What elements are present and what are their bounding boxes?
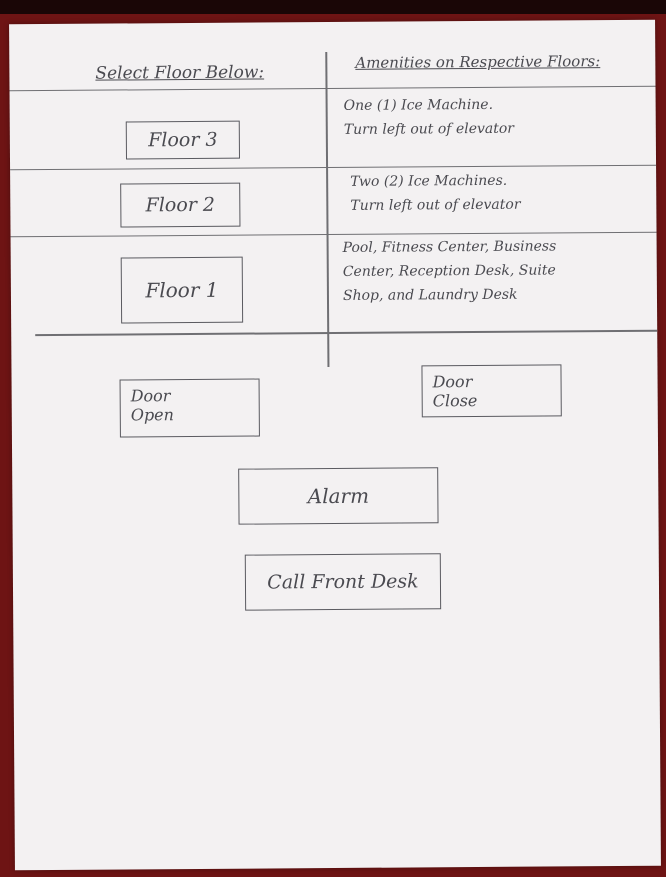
call-front-desk-label: Call Front Desk bbox=[267, 570, 419, 594]
door-close-label: Door Close bbox=[432, 372, 478, 411]
floor-2-amenities: Two (2) Ice Machines. Turn left out of e… bbox=[350, 172, 521, 214]
sketch-paper: Select Floor Below: Amenities on Respect… bbox=[9, 19, 661, 871]
table-edge bbox=[0, 0, 666, 14]
door-close-button[interactable]: Door Close bbox=[421, 364, 562, 418]
table-bottom-divider bbox=[35, 329, 658, 337]
select-floor-heading: Select Floor Below: bbox=[95, 62, 265, 84]
floor-2-button[interactable]: Floor 2 bbox=[120, 182, 241, 228]
alarm-button[interactable]: Alarm bbox=[238, 467, 439, 525]
floor-3-amenities: One (1) Ice Machine. Turn left out of el… bbox=[343, 96, 515, 138]
column-divider bbox=[325, 52, 330, 368]
floor-1-button[interactable]: Floor 1 bbox=[120, 256, 244, 324]
floor-1-label: Floor 1 bbox=[145, 277, 219, 303]
door-open-button[interactable]: Door Open bbox=[119, 378, 260, 438]
alarm-label: Alarm bbox=[307, 483, 370, 509]
floor3-divider bbox=[10, 164, 657, 171]
floor-3-button[interactable]: Floor 3 bbox=[125, 120, 240, 160]
floor-3-label: Floor 3 bbox=[148, 128, 218, 152]
floor2-divider bbox=[10, 231, 657, 238]
call-front-desk-button[interactable]: Call Front Desk bbox=[244, 553, 442, 611]
amenities-heading: Amenities on Respective Floors: bbox=[355, 52, 601, 72]
floor-2-label: Floor 2 bbox=[145, 193, 216, 217]
door-open-label: Door Open bbox=[130, 386, 174, 425]
floor-1-amenities: Pool, Fitness Center, Business Center, R… bbox=[342, 238, 557, 304]
heading-divider bbox=[9, 85, 656, 92]
